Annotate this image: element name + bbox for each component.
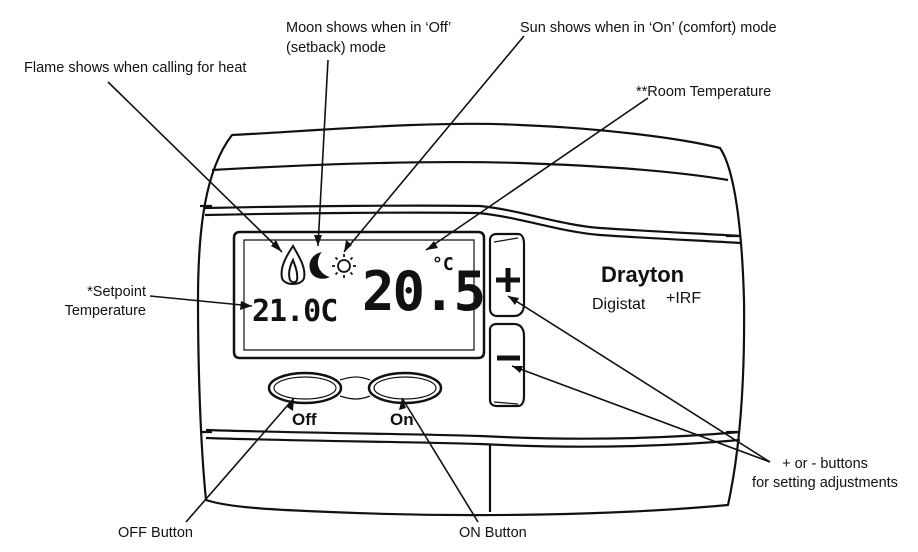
flame-leader [107,81,283,253]
off-button[interactable] [267,371,343,405]
setpoint-temperature-value: 21.0C [252,294,338,329]
moon-callout-line1: Moon shows when in ‘Off’ [286,20,452,36]
sun-callout: Sun shows when in ‘On’ (comfort) mode [520,20,777,36]
room-temp-leader [425,97,649,251]
button-bridge [339,376,371,400]
room-temperature-value: 20.5 [362,260,486,323]
on-leader [401,397,479,523]
sun-leader [343,35,525,253]
room-temperature-callout: **Room Temperature [636,84,772,100]
off-leader [185,397,295,523]
model-name: Digistat [592,296,646,313]
moon-callout-line2: (setback) mode [286,40,386,56]
brand-logo: Drayton [601,262,685,287]
setpoint-leader [149,295,253,307]
thermostat-body [196,122,746,517]
off-button-callout: OFF Button [118,525,193,541]
plus-button[interactable] [488,232,526,318]
model-suffix: +IRF [666,290,702,307]
moon-leader [317,59,329,247]
flame-arrowhead [271,240,282,252]
leader-lines [107,35,771,523]
on-button-label: On [390,410,414,429]
lcd-window [232,230,486,360]
flame-callout: Flame shows when calling for heat [24,60,247,76]
sun-icon [332,254,356,278]
on-button[interactable] [367,371,443,405]
room-temperature-unit: °C [432,254,454,275]
off-button-label: Off [292,410,317,429]
setpoint-callout-line2: Temperature [64,303,146,319]
room-temperature-reading: 20.5 [362,244,486,340]
on-button-callout: ON Button [459,525,527,541]
moon-icon [309,252,330,279]
setpoint-callout-line1: *Setpoint [87,284,146,300]
plus-minus-callout-line1: + or - buttons [782,456,868,472]
flame-icon [280,244,306,285]
minus-leader [511,365,771,463]
leader-arrowheads [240,235,523,411]
plus-leader [507,295,771,463]
minus-button[interactable] [488,322,526,408]
plus-minus-callout-line2: for setting adjustments [752,475,898,491]
